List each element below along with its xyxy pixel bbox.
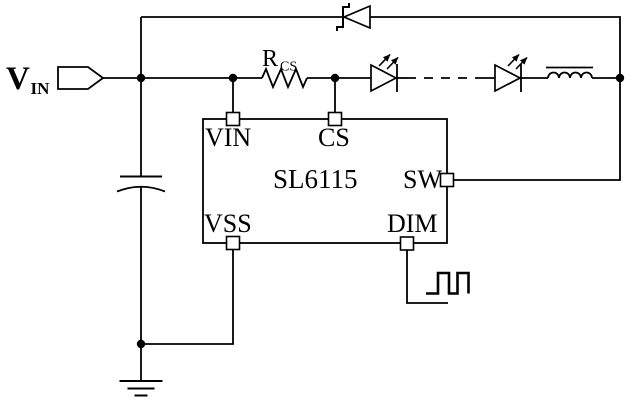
led1-symbol bbox=[370, 53, 399, 93]
junction-dot-left-rail bbox=[136, 73, 146, 83]
led2-emission-arrow-2 bbox=[515, 56, 528, 70]
junction-dot-cs-pin bbox=[330, 73, 340, 83]
led2-emission-arrow-1 bbox=[507, 53, 520, 67]
led1-emission-arrow-2 bbox=[386, 56, 399, 70]
pin-label-vss: VSS bbox=[204, 209, 252, 238]
pin-label-cs: CS bbox=[318, 123, 350, 152]
pin-label-vin: VIN bbox=[205, 123, 251, 152]
pin-label-sw: SW bbox=[403, 165, 442, 194]
dim-signal-wire bbox=[406, 249, 448, 304]
ic-body bbox=[202, 118, 448, 244]
top-rail-right-and-sw-rail bbox=[370, 16, 621, 181]
schottky-cathode-bar bbox=[336, 3, 350, 31]
vss-ground-wire bbox=[141, 249, 234, 345]
schottky-diode-symbol bbox=[336, 3, 371, 31]
led2-symbol bbox=[494, 53, 528, 93]
inductor-coil bbox=[547, 71, 593, 79]
pin-square-sw bbox=[439, 172, 455, 188]
schottky-anode-triangle bbox=[341, 4, 371, 30]
ground-symbol bbox=[119, 380, 163, 397]
junction-dot-ground bbox=[136, 339, 146, 349]
pwm-waveform-symbol bbox=[426, 271, 470, 295]
junction-dot-right-rail bbox=[615, 73, 625, 83]
sense-resistor-subscript: CS bbox=[280, 60, 297, 75]
junction-dot-vin-pin bbox=[228, 73, 238, 83]
vin-supply-label: V bbox=[6, 61, 30, 97]
pin-square-dim bbox=[399, 236, 415, 251]
capacitor-symbol bbox=[116, 175, 166, 193]
capacitor-curved-plate bbox=[116, 185, 166, 193]
pin-square-cs bbox=[327, 111, 343, 127]
inductor-symbol bbox=[546, 66, 593, 79]
ic-part-number: SL6115 bbox=[273, 164, 358, 194]
vin-supply-subscript: IN bbox=[31, 79, 51, 98]
vin-connector-symbol bbox=[57, 66, 105, 90]
pin-label-dim: DIM bbox=[387, 209, 438, 238]
led2-triangle bbox=[494, 63, 522, 93]
led1-triangle bbox=[370, 63, 398, 93]
pin-square-vin bbox=[225, 111, 241, 127]
led1-emission-arrow-1 bbox=[378, 53, 391, 67]
pin-square-vss bbox=[225, 235, 241, 251]
sense-resistor-label: R bbox=[262, 46, 278, 72]
resistor-symbol bbox=[261, 66, 308, 90]
